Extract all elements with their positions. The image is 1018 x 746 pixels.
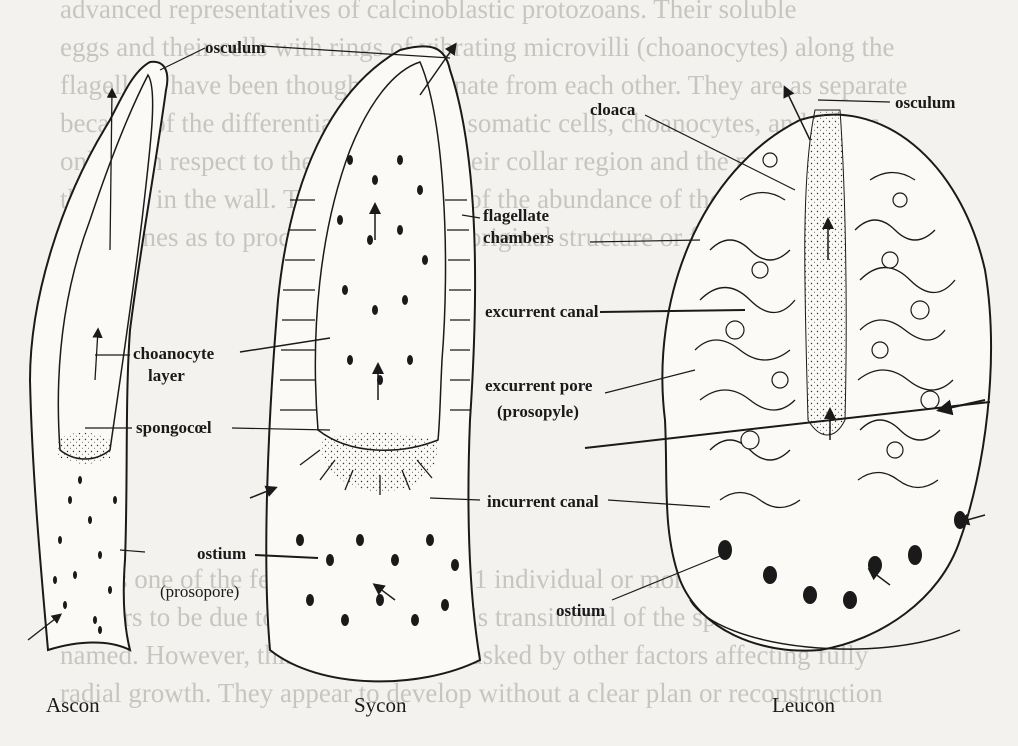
- label-choanocyte: choanocyte: [133, 344, 214, 364]
- label-layer: layer: [148, 366, 185, 386]
- label-chambers: chambers: [483, 228, 554, 248]
- label-cloaca: cloaca: [590, 100, 635, 120]
- label-flagellate: flagellate: [483, 206, 549, 226]
- label-excurrent-canal: excurrent canal: [485, 302, 598, 322]
- label-ostium-ascon: ostium: [197, 544, 246, 564]
- label-prosopyle: (prosopyle): [497, 402, 579, 422]
- label-spongocoel: spongocœl: [136, 418, 212, 438]
- leucon-diagram: [585, 88, 991, 651]
- label-osculum-ascon: osculum: [205, 38, 265, 58]
- caption-ascon: Ascon: [46, 693, 100, 718]
- label-excurrent-pore: excurrent pore: [485, 376, 592, 396]
- label-incurrent-canal: incurrent canal: [487, 492, 599, 512]
- label-osculum-leucon: osculum: [895, 93, 955, 113]
- label-prosopore: (prosopore): [160, 582, 239, 602]
- sycon-diagram: [232, 45, 480, 681]
- caption-sycon: Sycon: [354, 693, 407, 718]
- label-ostium-leucon: ostium: [556, 601, 605, 621]
- caption-leucon: Leucon: [772, 693, 835, 718]
